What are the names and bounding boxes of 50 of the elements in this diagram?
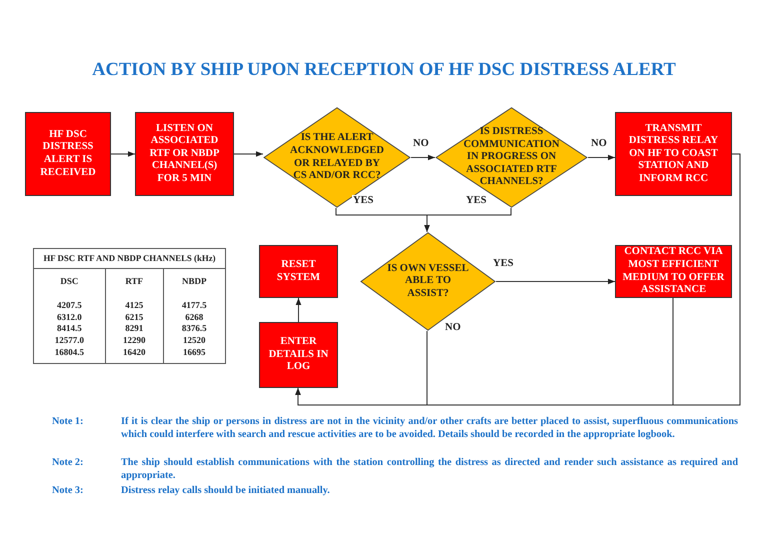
table-cell: 8376.5	[163, 323, 226, 336]
arrow	[110, 151, 136, 157]
node-text: IS DISTRESS COMMUNICATION IN PROGRESS ON ASSOCIATED RTF CHANNELS?	[462, 126, 561, 189]
table-cell: 4207.5	[34, 300, 106, 312]
arrow	[234, 151, 264, 157]
table-cell: 4177.5	[163, 300, 226, 312]
note-text: If it is clear the ship or persons in distress are not in the vicinity and/or other crafts are better placed to assist, superfluous communications which could interfere with search and rescue activities are to be avoided. Details should be recorded in the appropriate logbook.	[121, 416, 738, 442]
node-text: ENTER DETAILS IN LOG	[268, 336, 330, 374]
table-cell: 4125	[105, 300, 164, 312]
column-header: NBDP	[163, 268, 226, 300]
table-cell: 16804.5	[34, 346, 106, 364]
table-cell: 12520	[163, 335, 226, 347]
decision-diamond	[263, 107, 411, 208]
node-text: RESET SYSTEM	[276, 258, 322, 284]
diagram-title: ACTION BY SHIP UPON RECEPTION OF HF DSC DISTRESS ALERT	[91, 60, 677, 81]
note-label: Note 1:	[52, 416, 84, 429]
node-text: HF DSC DISTRESS ALERT IS RECEIVED	[39, 128, 97, 180]
arrow	[295, 154, 740, 406]
decision-diamond	[435, 107, 588, 208]
note-text: The ship should establish communications with the station controlling the distress as directed and render such assistance as required and appropriate.	[121, 457, 738, 482]
table-cell: 16695	[163, 346, 226, 364]
process-box	[615, 112, 732, 196]
table-cell: 12577.0	[34, 335, 106, 347]
node-text: IS OWN VESSEL ABLE TO ASSIST?	[387, 262, 469, 300]
table-cell: 16420	[105, 346, 164, 364]
process-box	[259, 245, 338, 298]
arrow	[424, 208, 512, 232]
process-box	[259, 322, 338, 388]
arrow	[496, 278, 616, 284]
table-cell: 8291	[105, 323, 164, 336]
arrow	[588, 154, 616, 160]
arrow	[296, 298, 302, 322]
table-cell: 6268	[163, 312, 226, 324]
table-cell: 6215	[105, 312, 164, 324]
arrow	[410, 154, 436, 160]
table-header: HF DSC RTF AND NBDP CHANNELS (kHz)	[34, 248, 226, 269]
table-cell: 6312.0	[34, 312, 106, 324]
table-cell: 12290	[105, 335, 164, 347]
column-header: RTF	[105, 268, 164, 300]
node-text: TRANSMIT DISTRESS RELAY ON HF TO COAST STATION AND INFORM RCC	[628, 122, 720, 186]
column-header: DSC	[34, 268, 106, 300]
process-box	[25, 112, 111, 196]
node-text: IS THE ALERT ACKNOWLEDGED OR RELAYED BY CS AND/OR RCC?	[290, 132, 384, 183]
table-cell: 8414.5	[34, 323, 106, 336]
process-box	[135, 112, 234, 196]
node-text: LISTEN ON ASSOCIATED RTF OR NBDP CHANNEL(S) FOR 5 MIN	[148, 122, 220, 186]
note-text: Distress relay calls should be initiated manually.	[121, 485, 331, 498]
note-label: Note 3:	[52, 485, 84, 498]
node-text: CONTACT RCC VIA MOST EFFICIENT MEDIUM TO OFFER ASSISTANCE	[622, 246, 726, 297]
note-label: Note 2:	[52, 457, 84, 470]
